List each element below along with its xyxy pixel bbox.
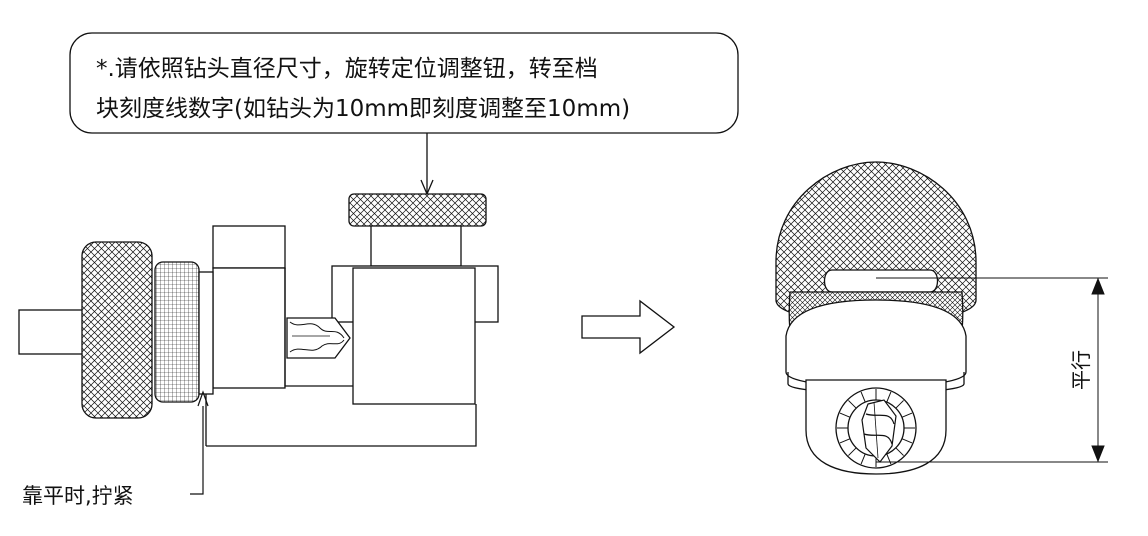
collet-rib (895, 447, 904, 456)
side-view-assembly (18, 193, 499, 447)
body-front-block (352, 267, 476, 405)
locking-collar (154, 261, 200, 403)
callout-line-2: 块刻度线数字(如钻头为10mm即刻度调整至10mm) (96, 96, 630, 122)
left-shaft (18, 309, 86, 355)
body-shoulder (785, 299, 967, 388)
chuck-housing (212, 225, 286, 269)
collet-rib (886, 391, 892, 403)
callout-line-1: *.请依照钻头直径尺寸，旋转定位调整钮，转至档 (96, 56, 598, 82)
drill-tip (861, 399, 897, 463)
collet-rib (901, 412, 913, 418)
parallel-dimension (876, 277, 1108, 463)
base-frame (206, 404, 477, 447)
parallel-label: 平行 (1069, 350, 1093, 390)
collet-rib (848, 400, 857, 409)
collet-rib (860, 391, 866, 403)
drill-bit (286, 317, 351, 359)
collet-rib (860, 453, 866, 465)
adjustment-knob (348, 193, 487, 227)
washer (198, 271, 214, 395)
collet-rib (895, 400, 904, 409)
tighten-label: 靠平时,拧紧 (22, 484, 134, 508)
collet-rib (901, 438, 913, 444)
callout-pointer-arrow (420, 133, 434, 196)
locking-knob (81, 241, 153, 419)
collet-rib (848, 447, 857, 456)
instruction-callout: *.请依照钻头直径尺寸，旋转定位调整钮，转至档 块刻度线数字(如钻头为10mm即… (69, 32, 739, 134)
tighten-annotation: 靠平时,拧紧 (22, 390, 209, 508)
slot-window (823, 269, 939, 293)
collet-rib (839, 438, 851, 444)
knob-neck (370, 225, 462, 267)
direction-arrow (581, 299, 676, 355)
collet-rib (839, 412, 851, 418)
